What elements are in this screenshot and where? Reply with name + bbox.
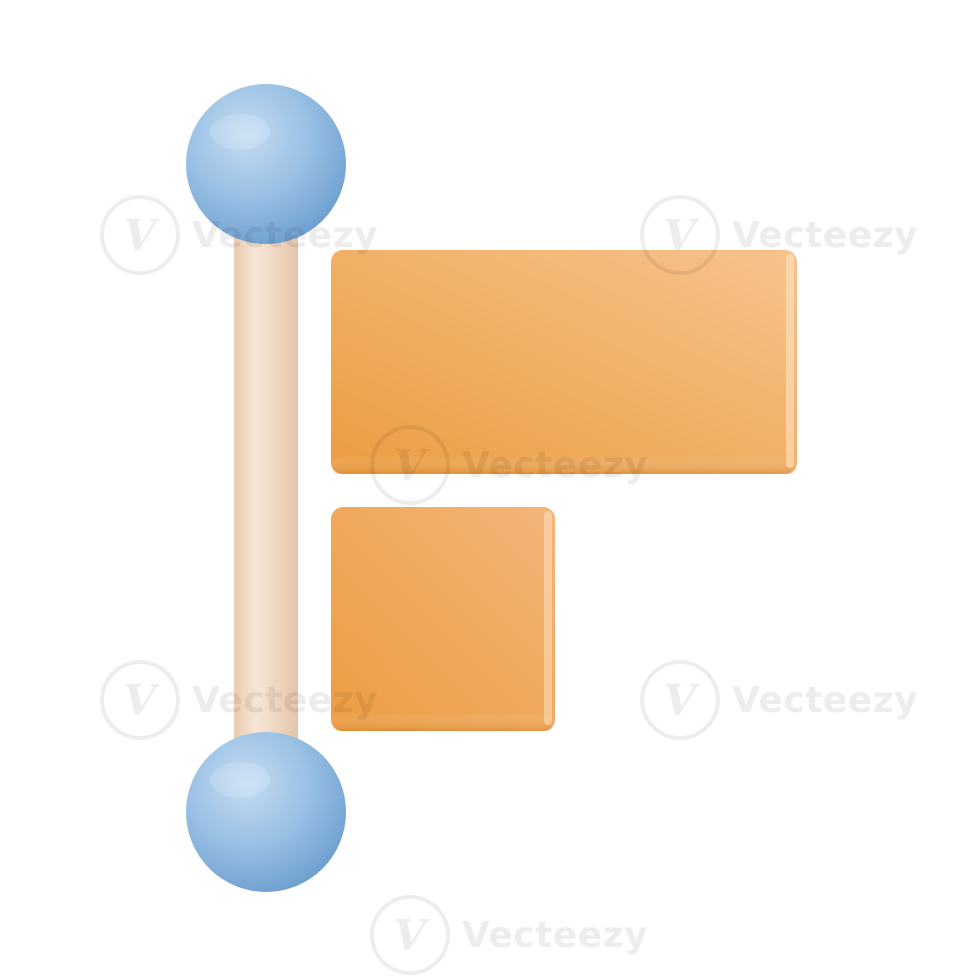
wide-block: [331, 250, 797, 474]
square-block: [331, 507, 555, 731]
top-node-sphere: [186, 84, 346, 244]
bottom-node-sphere: [186, 732, 346, 892]
vertical-bar: [234, 210, 298, 770]
